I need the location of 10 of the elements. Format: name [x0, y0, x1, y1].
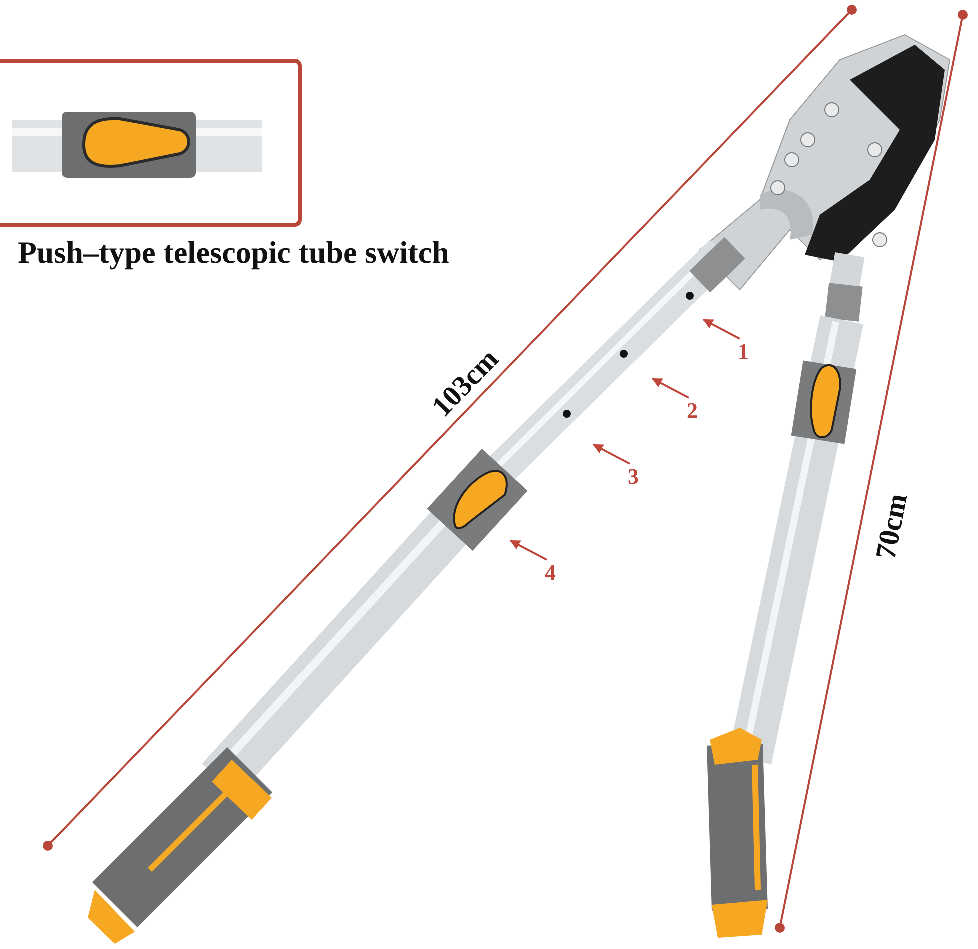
caption: Push–type telescopic tube switch	[18, 236, 450, 270]
leader-arrow	[652, 378, 690, 399]
callout-number: 4	[545, 562, 556, 584]
callout-number: 1	[738, 341, 749, 363]
callout-number: 3	[628, 466, 639, 488]
leader-arrow	[703, 319, 740, 340]
leader-arrow	[510, 540, 548, 561]
dimension-label: 70cm	[871, 492, 915, 562]
leader-arrow	[593, 444, 630, 465]
callout-number: 2	[687, 400, 698, 422]
